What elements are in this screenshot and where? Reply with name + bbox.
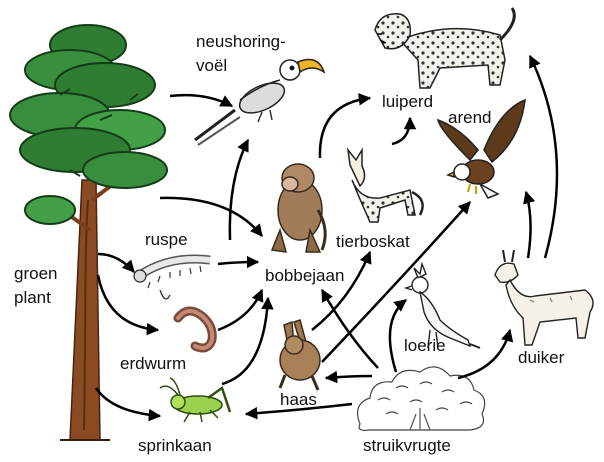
label-ruspe: ruspe: [145, 230, 188, 250]
label-struikvrugte: struikvrugte: [363, 436, 451, 456]
arrow-struikvrugte-to-haas: [326, 376, 372, 378]
label-arend: arend: [448, 108, 491, 128]
label-duiker: duiker: [518, 348, 564, 368]
label-groen: groen: [14, 264, 57, 284]
serval-illustration: [348, 150, 423, 222]
tree-illustration: [10, 25, 167, 440]
arrow-groen-plant-to-sprinkaan: [96, 388, 160, 416]
arrow-tierboskat-to-luiperd: [392, 118, 410, 144]
label-plant: plant: [14, 288, 51, 308]
grasshopper-illustration: [160, 378, 230, 422]
arrow-struikvrugte-to-bobbejaan: [322, 290, 378, 368]
label-sprinkaan: sprinkaan: [138, 436, 212, 456]
arrow-groen-plant-to-neushoring-voel: [170, 95, 232, 106]
label-loerie: loerie: [404, 336, 446, 356]
earthworm-illustration: [178, 311, 212, 348]
hare-illustration: [280, 320, 320, 390]
caterpillar-illustration: [134, 259, 210, 299]
arrow-ruspe-to-neushoring-voel: [230, 140, 248, 240]
label-erdwurm: erdwurm: [120, 354, 186, 374]
arrow-ruspe-to-bobbejaan: [218, 262, 258, 264]
baboon-illustration: [272, 164, 325, 252]
arrow-haas-to-tierboskat: [312, 252, 370, 330]
arrow-erdwurm-to-bobbejaan: [218, 290, 262, 330]
label-bobbejaan: bobbejaan: [265, 266, 344, 286]
arrow-struikvrugte-to-duiker: [458, 330, 510, 378]
label-luiperd: luiperd: [382, 92, 433, 112]
arrow-duiker-to-luiperd: [530, 56, 557, 258]
leopard-illustration: [375, 8, 514, 88]
label-haas: haas: [280, 390, 317, 410]
arrow-groen-plant-to-ruspe: [98, 254, 134, 272]
label-tierboskat: tierboskat: [336, 232, 410, 252]
label-voel: voël: [196, 56, 227, 76]
label-neushoring: neushoring-: [196, 32, 286, 52]
arrow-sprinkaan-to-bobbejaan: [222, 298, 268, 384]
arrow-duiker-to-arend: [526, 192, 531, 258]
